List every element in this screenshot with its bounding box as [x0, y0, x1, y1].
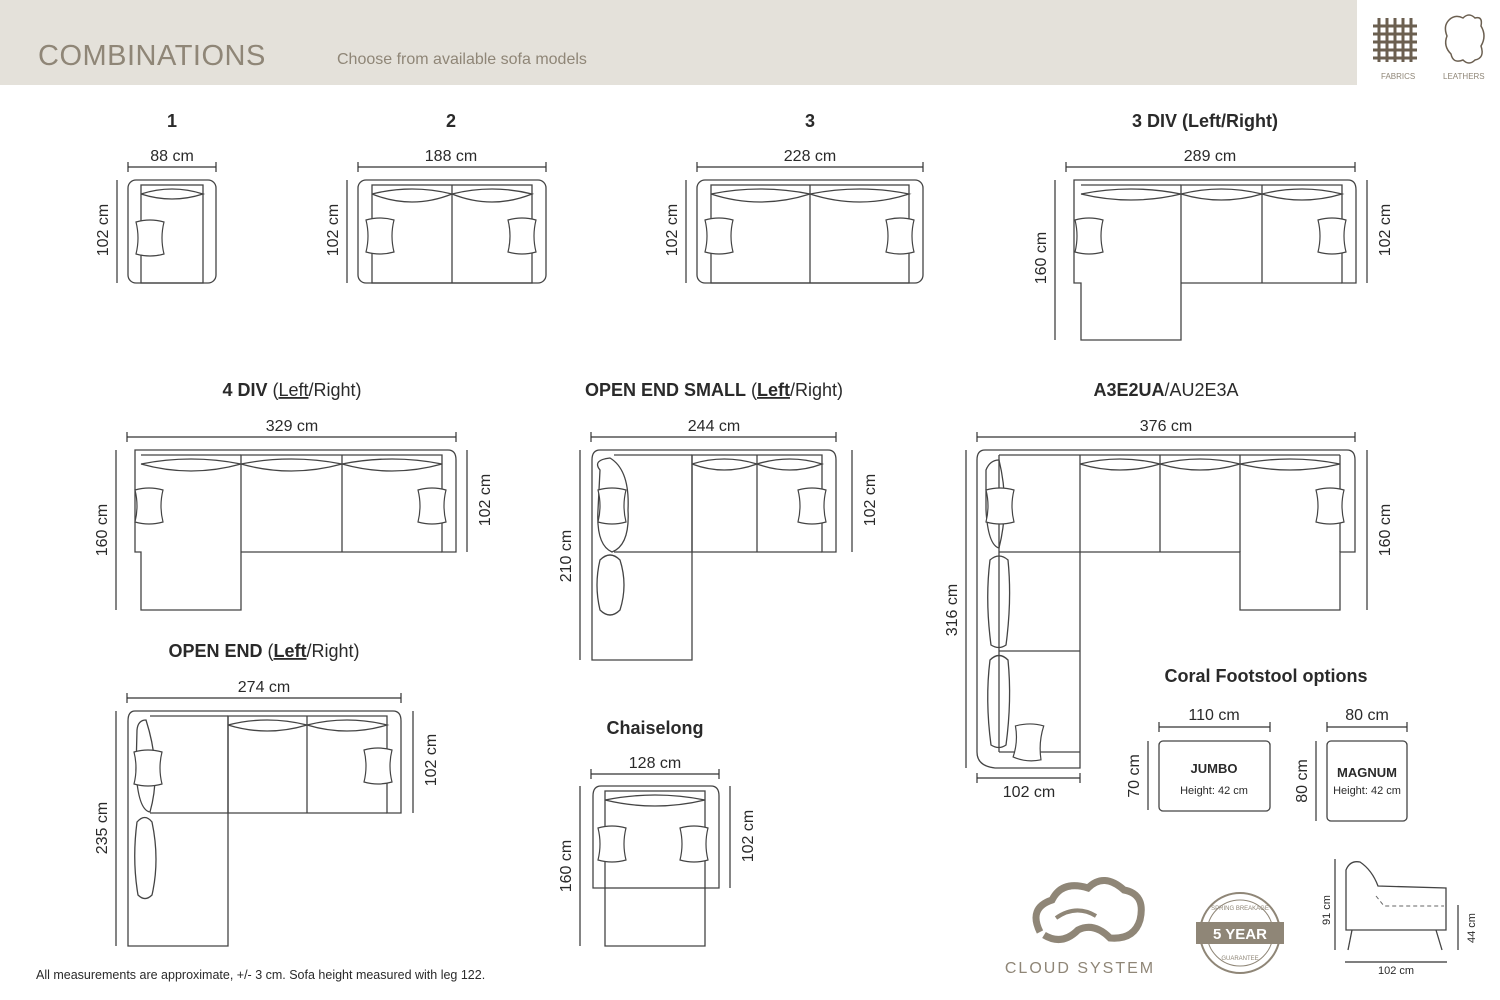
cloud-icon: [1032, 877, 1145, 943]
warranty-bottom: GUARANTEE: [1221, 956, 1258, 962]
footstool-options: Coral Footstool options 110 cm 70 cm JUM…: [1126, 666, 1408, 822]
model-a3e2ua-depth-left: 316 cm: [944, 584, 961, 636]
magnum-footstool: [1326, 740, 1408, 822]
model-openend-small-width: 244 cm: [688, 418, 740, 435]
model-3-depth: 102 cm: [664, 204, 681, 256]
model-3div-depth-left: 160 cm: [1033, 232, 1050, 284]
leathers-label[interactable]: LEATHERS: [1443, 72, 1485, 81]
model-open-end: OPEN END (Left/Right) 274 cm 235 cm 102 …: [94, 641, 440, 947]
model-4div-depth-left: 160 cm: [94, 504, 111, 556]
model-open-end-small: OPEN END SMALL (Left/Right) 244 cm 210 c…: [558, 380, 879, 661]
model-openend-depth-left: 235 cm: [94, 802, 111, 854]
model-chaiselong-depth-left: 160 cm: [558, 840, 575, 892]
model-a3e2ua: A3E2UA/AU2E3A 376 cm 316 cm 160 cm 102 c…: [944, 380, 1394, 801]
cloud-system-label: CLOUD SYSTEM: [1005, 960, 1155, 977]
model-3-width: 228 cm: [784, 148, 836, 165]
model-1-title: 1: [167, 111, 177, 131]
model-chaiselong-title: Chaiselong: [606, 718, 703, 738]
model-a3e2ua-title: A3E2UA/AU2E3A: [1093, 380, 1238, 400]
model-openend-small-depth-right: 102 cm: [862, 474, 879, 526]
magnum-height: Height: 42 cm: [1333, 785, 1401, 797]
side-depth: 102 cm: [1378, 965, 1414, 977]
jumbo-width: 110 cm: [1188, 707, 1239, 724]
model-3-title: 3: [805, 111, 815, 131]
model-chaiselong-width: 128 cm: [629, 755, 681, 772]
model-4div-title: 4 DIV (Left/Right): [222, 380, 361, 400]
model-2-depth: 102 cm: [325, 204, 342, 256]
model-1-width: 88 cm: [150, 148, 194, 165]
header-bar: COMBINATIONS Choose from available sofa …: [0, 0, 1357, 85]
jumbo-footstool: [1158, 740, 1271, 812]
jumbo-name: JUMBO: [1191, 761, 1238, 776]
model-a3e2ua-bottom-width: 102 cm: [1003, 784, 1055, 801]
model-4div-depth-right: 102 cm: [477, 474, 494, 526]
side-seat-height: 44 cm: [1466, 913, 1478, 943]
model-openend-title: OPEN END (Left/Right): [168, 641, 359, 661]
model-4div-width: 329 cm: [266, 418, 318, 435]
model-openend-small-depth-left: 210 cm: [558, 530, 575, 582]
model-4-div: 4 DIV (Left/Right) 329 cm 160 cm 102 cm: [94, 380, 494, 611]
model-openend-width: 274 cm: [238, 679, 290, 696]
materials-panel: FABRICS LEATHERS: [1357, 0, 1500, 85]
fabrics-icon[interactable]: [1373, 18, 1417, 62]
footnote: All measurements are approximate, +/- 3 …: [36, 968, 486, 982]
model-3div-width: 289 cm: [1184, 148, 1236, 165]
warranty-top: SPRING BREAKAGE: [1211, 906, 1269, 912]
model-2-width: 188 cm: [425, 148, 477, 165]
warranty-badge: 5 YEAR SPRING BREAKAGE GUARANTEE: [1196, 892, 1284, 974]
model-3div-depth-right: 102 cm: [1377, 204, 1394, 256]
cloud-system-logo: CLOUD SYSTEM: [1005, 877, 1155, 977]
model-1-depth: 102 cm: [95, 204, 112, 256]
model-chaiselong: Chaiselong 128 cm 160 cm 102 cm: [558, 718, 757, 947]
jumbo-height: Height: 42 cm: [1180, 785, 1248, 797]
magnum-depth: 80 cm: [1294, 759, 1311, 803]
model-a3e2ua-depth-right: 160 cm: [1377, 504, 1394, 556]
side-height: 91 cm: [1321, 895, 1333, 925]
model-3-div: 3 DIV (Left/Right) 289 cm 160 cm 102 cm: [1033, 111, 1394, 341]
model-chaiselong-depth-right: 102 cm: [740, 810, 757, 862]
model-openend-small-title: OPEN END SMALL (Left/Right): [585, 380, 843, 400]
model-2: 2 188 cm 102 cm: [325, 111, 547, 284]
model-3: 3 228 cm 102 cm: [664, 111, 924, 284]
magnum-width: 80 cm: [1345, 707, 1389, 724]
fabrics-label[interactable]: FABRICS: [1381, 72, 1416, 81]
magnum-name: MAGNUM: [1337, 765, 1397, 780]
model-a3e2ua-width: 376 cm: [1140, 418, 1192, 435]
model-2-title: 2: [446, 111, 456, 131]
page-title: COMBINATIONS: [38, 40, 266, 72]
model-1: 1 88 cm 102 cm: [95, 111, 217, 284]
page-subtitle: Choose from available sofa models: [337, 51, 587, 68]
model-3div-title: 3 DIV (Left/Right): [1132, 111, 1278, 131]
leathers-icon[interactable]: [1444, 14, 1485, 64]
warranty-main: 5 YEAR: [1213, 926, 1267, 943]
model-openend-depth-right: 102 cm: [423, 734, 440, 786]
side-view: 91 cm 44 cm 102 cm: [1321, 859, 1478, 977]
jumbo-depth: 70 cm: [1126, 754, 1143, 798]
footstool-title: Coral Footstool options: [1165, 666, 1368, 686]
